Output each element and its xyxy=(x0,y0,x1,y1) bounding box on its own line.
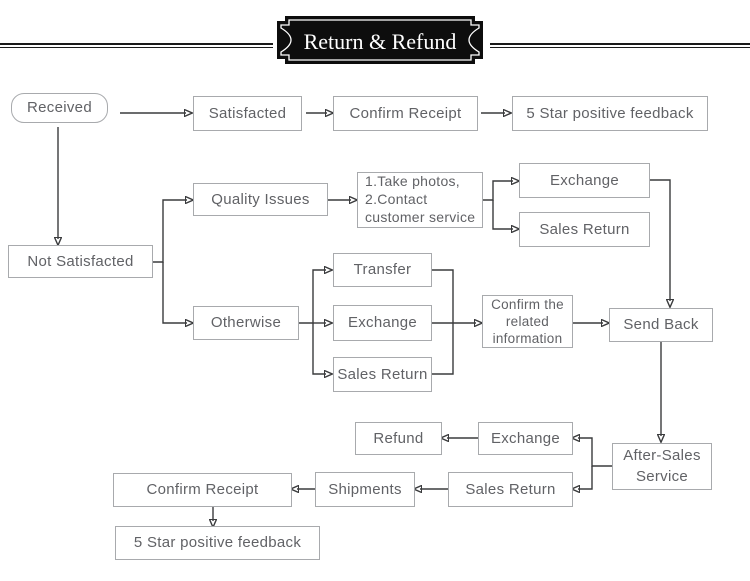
node-confirm-info-line3: information xyxy=(492,331,563,347)
node-transfer-label: Transfer xyxy=(353,261,412,278)
node-confirm-info-line2: related xyxy=(505,313,550,329)
node-take-photos-line1: 1.Take photos, xyxy=(365,173,460,190)
node-confirm-receipt-top: Confirm Receipt xyxy=(333,96,478,131)
node-after-sales-service: After-Sales Service xyxy=(612,443,712,490)
node-quality-issues: Quality Issues xyxy=(193,183,328,216)
node-quality-issues-label: Quality Issues xyxy=(211,190,310,208)
node-exchange-quality-label: Exchange xyxy=(549,171,620,189)
node-send-back: Send Back xyxy=(609,308,713,342)
node-five-star-feedback-bottom-label: 5 Star positive feedback xyxy=(133,534,302,551)
node-confirm-receipt-bottom: Confirm Receipt xyxy=(113,473,292,507)
node-five-star-feedback-top-label: 5 Star positive feedback xyxy=(526,104,694,122)
node-refund-label: Refund xyxy=(373,429,424,447)
node-refund: Refund xyxy=(355,422,442,455)
node-exchange-otherwise-label: Exchange xyxy=(347,314,418,331)
node-transfer: Transfer xyxy=(333,253,432,287)
node-received: Received xyxy=(11,93,108,123)
node-confirm-info-line1: Confirm the xyxy=(491,296,564,312)
node-after-sales-line1: After-Sales xyxy=(623,447,701,465)
node-confirm-related-information: Confirm the related information xyxy=(482,295,573,348)
node-exchange-otherwise: Exchange xyxy=(333,305,432,341)
decorative-rule-left xyxy=(0,43,273,48)
node-not-satisfacted: Not Satisfacted xyxy=(8,245,153,278)
node-confirm-receipt-bottom-label: Confirm Receipt xyxy=(146,481,259,498)
node-take-photos-line3: customer service xyxy=(365,208,476,225)
node-shipments-label: Shipments xyxy=(328,480,402,498)
node-five-star-feedback-bottom: 5 Star positive feedback xyxy=(115,526,320,560)
node-take-photos-line2: 2.Contact xyxy=(365,191,428,208)
node-send-back-label: Send Back xyxy=(623,316,699,333)
node-sales-return-bottom-label: Sales Return xyxy=(465,480,556,498)
node-satisfacted: Satisfacted xyxy=(193,96,302,131)
decorative-rule-right xyxy=(490,43,750,48)
node-satisfacted-label: Satisfacted xyxy=(208,104,287,122)
node-five-star-feedback-top: 5 Star positive feedback xyxy=(512,96,708,131)
banner-inner-border xyxy=(280,19,480,61)
node-exchange-quality: Exchange xyxy=(519,163,650,198)
node-confirm-receipt-top-label: Confirm Receipt xyxy=(349,104,462,122)
node-sales-return-bottom: Sales Return xyxy=(448,472,573,507)
node-sales-return-otherwise: Sales Return xyxy=(333,357,432,392)
title-banner: Return & Refund xyxy=(277,16,483,64)
node-shipments: Shipments xyxy=(315,472,415,507)
node-not-satisfacted-label: Not Satisfacted xyxy=(27,252,134,270)
node-take-photos-contact: 1.Take photos, 2.Contact customer servic… xyxy=(357,172,483,228)
node-received-label: Received xyxy=(27,99,92,116)
node-exchange-bottom-label: Exchange xyxy=(490,429,561,447)
node-sales-return-quality: Sales Return xyxy=(519,212,650,247)
node-sales-return-otherwise-label: Sales Return xyxy=(337,365,428,383)
page-title: Return & Refund xyxy=(304,29,457,54)
node-otherwise-label: Otherwise xyxy=(210,314,282,331)
node-exchange-bottom: Exchange xyxy=(478,422,573,455)
banner-plaque-shape xyxy=(277,16,483,64)
node-after-sales-line2: Service xyxy=(635,467,689,485)
node-otherwise: Otherwise xyxy=(193,306,299,340)
node-sales-return-quality-label: Sales Return xyxy=(539,220,630,238)
